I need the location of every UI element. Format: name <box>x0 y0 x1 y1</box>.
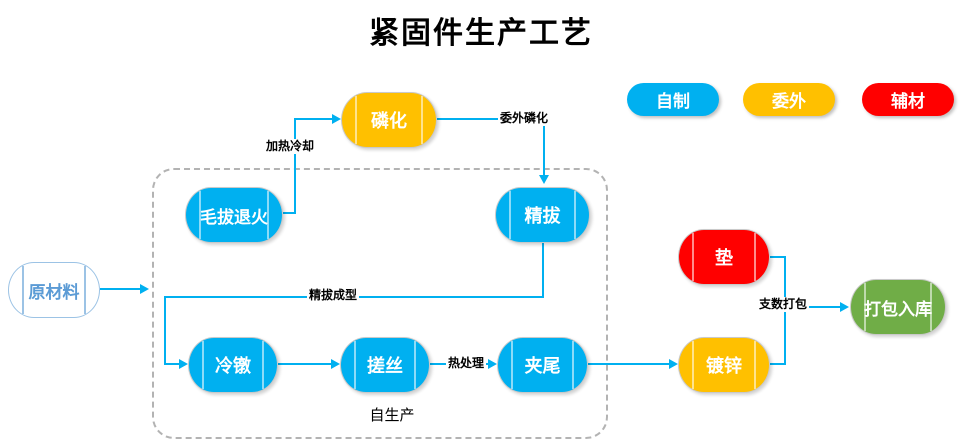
edge-anneal-phosphating <box>283 212 296 214</box>
node-washer: 垫 <box>678 229 770 285</box>
self-production-group-label: 自生产 <box>369 407 415 424</box>
edge-phosphating-finedraw <box>437 118 545 120</box>
legend-label: 自制 <box>656 92 690 111</box>
arrow-right-icon <box>140 284 149 294</box>
edge-finedraw-coldheading <box>164 296 166 365</box>
legend-item-auxiliary: 辅材 <box>862 83 954 116</box>
edge-label-heat-cool: 加热冷却 <box>264 139 317 154</box>
legend-label: 委外 <box>772 92 806 111</box>
edge-anneal-phosphating <box>294 118 296 214</box>
edge-finedraw-coldheading <box>164 363 179 365</box>
edge-phosphating-finedraw <box>543 118 545 175</box>
arrow-right-icon <box>669 359 678 369</box>
page-title: 紧固件生产工艺 <box>369 16 593 51</box>
edge-washer-merge <box>770 256 786 258</box>
node-galvanizing: 镀锌 <box>678 337 770 393</box>
node-fine-draw: 精拔 <box>495 187 590 243</box>
node-label: 夹尾 <box>524 356 561 376</box>
edge-galvanizing-merge <box>784 306 786 365</box>
arrow-right-icon <box>331 359 340 369</box>
edge-label-count-packing: 支数打包 <box>757 297 810 312</box>
arrow-right-icon <box>332 114 341 124</box>
edge-label-heat-treatment: 热处理 <box>446 356 487 371</box>
arrow-right-icon <box>488 359 497 369</box>
arrow-down-icon <box>539 175 549 184</box>
edge-coldheading-threadrolling <box>278 363 331 365</box>
node-label: 垫 <box>715 248 733 268</box>
arrow-right-icon <box>840 302 849 312</box>
self-production-group-border <box>152 168 608 439</box>
node-phosphating: 磷化 <box>341 92 437 148</box>
node-label: 镀锌 <box>706 356 742 376</box>
node-packing-warehouse: 打包入库 <box>850 279 946 335</box>
edge-finedraw-coldheading <box>542 243 544 298</box>
edge-washer-merge <box>784 256 786 308</box>
node-label: 原材料 <box>28 282 80 302</box>
edge-label-finedraw-forming: 精拔成型 <box>307 288 360 303</box>
node-rough-draw-anneal: 毛拔退火 <box>185 187 283 243</box>
arrow-right-icon <box>179 359 188 369</box>
edge-merge-packing <box>784 306 840 308</box>
node-label: 冷镦 <box>215 356 251 376</box>
legend-item-self-made: 自制 <box>627 83 719 116</box>
edge-label-outsourced-phosphating: 委外磷化 <box>498 111 551 126</box>
node-label: 毛拔退火 <box>200 207 268 227</box>
edge-tailclamping-galvanizing <box>588 363 669 365</box>
edge-rawmaterial-group <box>100 288 140 290</box>
edge-galvanizing-merge <box>770 363 786 365</box>
legend-label: 辅材 <box>891 92 925 111</box>
node-label: 磷化 <box>371 111 407 131</box>
node-label: 搓丝 <box>367 356 403 376</box>
legend-item-outsourced: 委外 <box>743 83 835 116</box>
node-tail-clamping: 夹尾 <box>497 337 588 393</box>
node-label: 精拔 <box>524 206 561 226</box>
edge-anneal-phosphating <box>296 118 332 120</box>
node-thread-rolling: 搓丝 <box>340 337 430 393</box>
node-raw-material: 原材料 <box>8 262 100 318</box>
node-label: 打包入库 <box>864 299 932 319</box>
node-cold-heading: 冷镦 <box>188 337 278 393</box>
